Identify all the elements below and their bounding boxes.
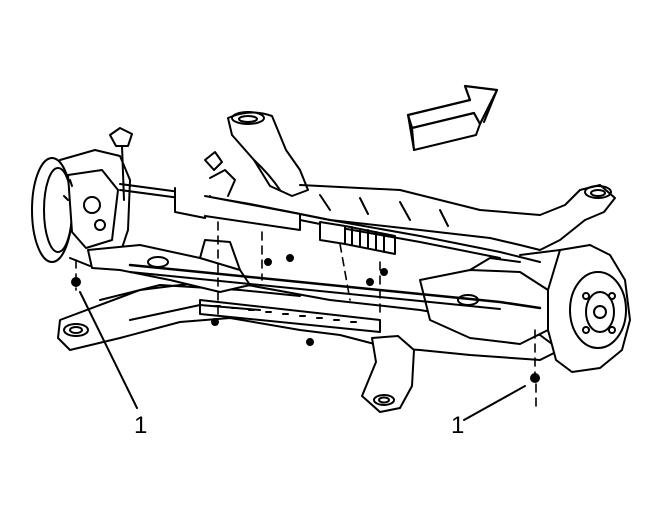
fasteners xyxy=(71,254,540,383)
bolt-left xyxy=(71,277,81,287)
upper-crossmember xyxy=(227,111,616,251)
callout-label-left: 1 xyxy=(134,412,148,439)
leader-line-left xyxy=(79,291,138,409)
bolt-insertion-lines xyxy=(75,221,537,411)
front-direction-arrow-icon xyxy=(406,84,499,151)
callout-label-right: 1 xyxy=(451,412,465,439)
stabilizer-bar xyxy=(128,263,542,310)
steering-rack xyxy=(119,151,541,263)
right-knuckle-assembly xyxy=(515,244,631,373)
left-knuckle-assembly xyxy=(31,127,133,267)
leader-line-right xyxy=(463,385,526,421)
lower-cradle-frame xyxy=(57,279,561,413)
bolt-right xyxy=(530,373,540,383)
callout-leaders xyxy=(79,291,526,421)
left-lower-control-arm xyxy=(87,239,251,293)
